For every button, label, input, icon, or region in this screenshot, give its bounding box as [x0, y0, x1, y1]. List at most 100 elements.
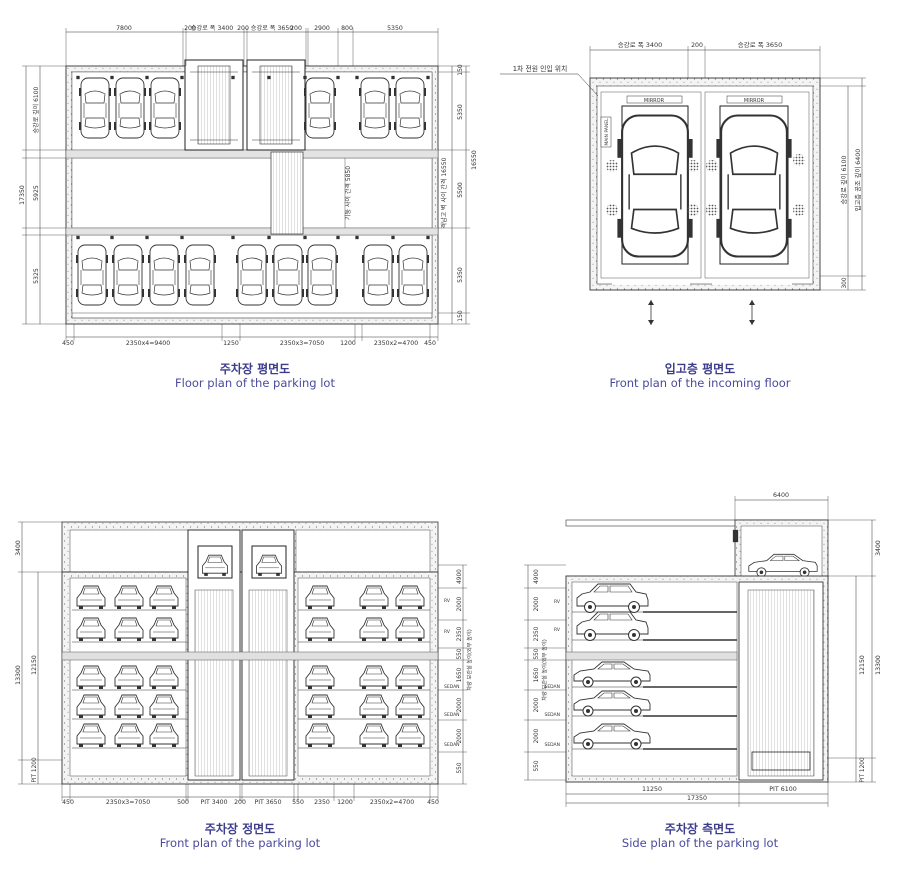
- dimension-label: 4900: [534, 569, 540, 584]
- dimension-label: PIT 3650: [254, 799, 281, 806]
- floor-plan-title-ko: 주차장 평면도: [219, 362, 291, 376]
- dimension-label: 2350x2=4700: [374, 340, 418, 347]
- parked-car-icon: [183, 244, 217, 306]
- dimension-label: 2000: [457, 728, 463, 743]
- parked-car-icon: [361, 244, 395, 306]
- vehicle-type-tag: SEDAN: [444, 742, 460, 748]
- column-post: [110, 235, 114, 240]
- dimension-label: PIT 3400: [200, 799, 227, 806]
- dimension-label: 450: [62, 340, 74, 347]
- column-post: [231, 235, 235, 240]
- dimension-label: 1650: [457, 667, 463, 682]
- column-post: [76, 75, 80, 80]
- dimension-label: 5350: [457, 104, 464, 120]
- driving-aisle: [71, 157, 433, 229]
- floor-plan-title-en: Floor plan of the parking lot: [175, 376, 335, 390]
- column-post: [145, 235, 149, 240]
- dimension-label: 2000: [534, 697, 540, 712]
- dimension-label: 2000: [457, 596, 463, 611]
- dimension-label: 승강로 폭 3650: [251, 24, 294, 32]
- dimension-label: 5325: [33, 268, 40, 284]
- dimension-label: 1200: [337, 799, 353, 806]
- column-post: [355, 235, 359, 240]
- sensor-icon: [606, 204, 618, 216]
- dimension-label: 2000: [457, 697, 463, 712]
- dimension-label: 550: [457, 762, 463, 773]
- dimension-label: 입고층 공조 깊이 6400: [853, 149, 862, 212]
- dimension-label: 승강로 깊이 6100: [32, 86, 40, 133]
- parked-car-icon: [393, 77, 427, 139]
- incoming-floor-title-en: Front plan of the incoming floor: [609, 376, 791, 390]
- dimension-label: 3400: [875, 540, 882, 556]
- dimension-label: 5350: [457, 267, 464, 283]
- parked-car-icon: [303, 77, 337, 139]
- column-post: [426, 75, 430, 80]
- sensor-icon: [793, 154, 805, 166]
- column-post: [180, 75, 184, 80]
- dimension-label: 200: [290, 25, 302, 32]
- roof-void-left: [69, 529, 189, 573]
- power-entry-callout: 1차 전원 인입 위치: [513, 64, 568, 73]
- column-post: [426, 235, 430, 240]
- dimension-label: 2350x4=9400: [126, 340, 170, 347]
- dimension-label: 500: [177, 799, 189, 806]
- parked-car-icon: [147, 244, 181, 306]
- column-post: [336, 235, 340, 240]
- dimension-label: 1650: [534, 667, 540, 682]
- dimension-label: 2000: [534, 596, 540, 611]
- lift-platform: [259, 65, 293, 145]
- dimension-label: 200: [234, 799, 246, 806]
- main-panel: [600, 116, 612, 148]
- entry-arrow-head: [648, 320, 654, 325]
- dimension-label: 승강로 폭 3650: [738, 40, 783, 49]
- sensor-icon: [687, 204, 699, 216]
- shaft-guide-2: [248, 589, 288, 777]
- dimension-label: 2350x3=7050: [280, 340, 324, 347]
- column-post: [303, 75, 307, 80]
- front-plan-title-ko: 주차장 정면도: [204, 822, 276, 836]
- mirror-left: [626, 95, 683, 104]
- lift-motor-icon: [732, 529, 739, 543]
- column-post: [110, 75, 114, 80]
- vehicle-type-tag: SEDAN: [544, 684, 560, 690]
- incoming-floor-title-ko: 입고층 평면도: [664, 362, 736, 376]
- parked-car-icon: [235, 244, 269, 306]
- vehicle-type-tag: SEDAN: [544, 742, 560, 748]
- dimension-label: 2350: [534, 626, 540, 641]
- dimension-label: PIT 1200: [32, 757, 38, 783]
- roof-void-right: [295, 529, 431, 573]
- entry-arrow-head: [749, 300, 755, 305]
- entry-arrow-head: [749, 320, 755, 325]
- note-label: 차량 보관실 높이(외부 높이): [465, 629, 473, 691]
- dimension-label: 2350x2=4700: [370, 799, 414, 806]
- entry-arrow-head: [648, 300, 654, 305]
- dimension-label: 200: [691, 42, 703, 49]
- sensor-icon: [793, 204, 805, 216]
- shaft-guide: [747, 589, 815, 777]
- parked-car-icon: [396, 244, 430, 306]
- sensor-icon: [606, 160, 618, 172]
- column-post: [267, 75, 271, 80]
- dimension-label: 300: [842, 277, 848, 288]
- dimension-label: 550: [534, 760, 540, 771]
- dimension-label: 2900: [314, 25, 330, 32]
- transfer-conveyor: [270, 151, 304, 235]
- mirror-label: MIRROR: [744, 98, 765, 104]
- dimension-label: 13300: [15, 665, 22, 685]
- vehicle-type-tag: SEDAN: [444, 684, 460, 690]
- dimension-label: 450: [424, 340, 436, 347]
- dimension-label: 550: [457, 648, 463, 659]
- callout-leader: [577, 73, 599, 97]
- parked-car-icon: [111, 244, 145, 306]
- dimension-label: 2000: [534, 728, 540, 743]
- pit-grate: [751, 751, 811, 771]
- dimension-label: 16550: [471, 150, 478, 170]
- hangar-wall-note: 격납고 벽 사이 간격 16550: [440, 157, 448, 228]
- main-panel-label: MAIN PANEL: [604, 118, 610, 146]
- column-post: [355, 75, 359, 80]
- mid-slab: [565, 651, 738, 661]
- dimension-label: 7800: [116, 25, 132, 32]
- column-post: [180, 235, 184, 240]
- dimension-label: 800: [341, 25, 353, 32]
